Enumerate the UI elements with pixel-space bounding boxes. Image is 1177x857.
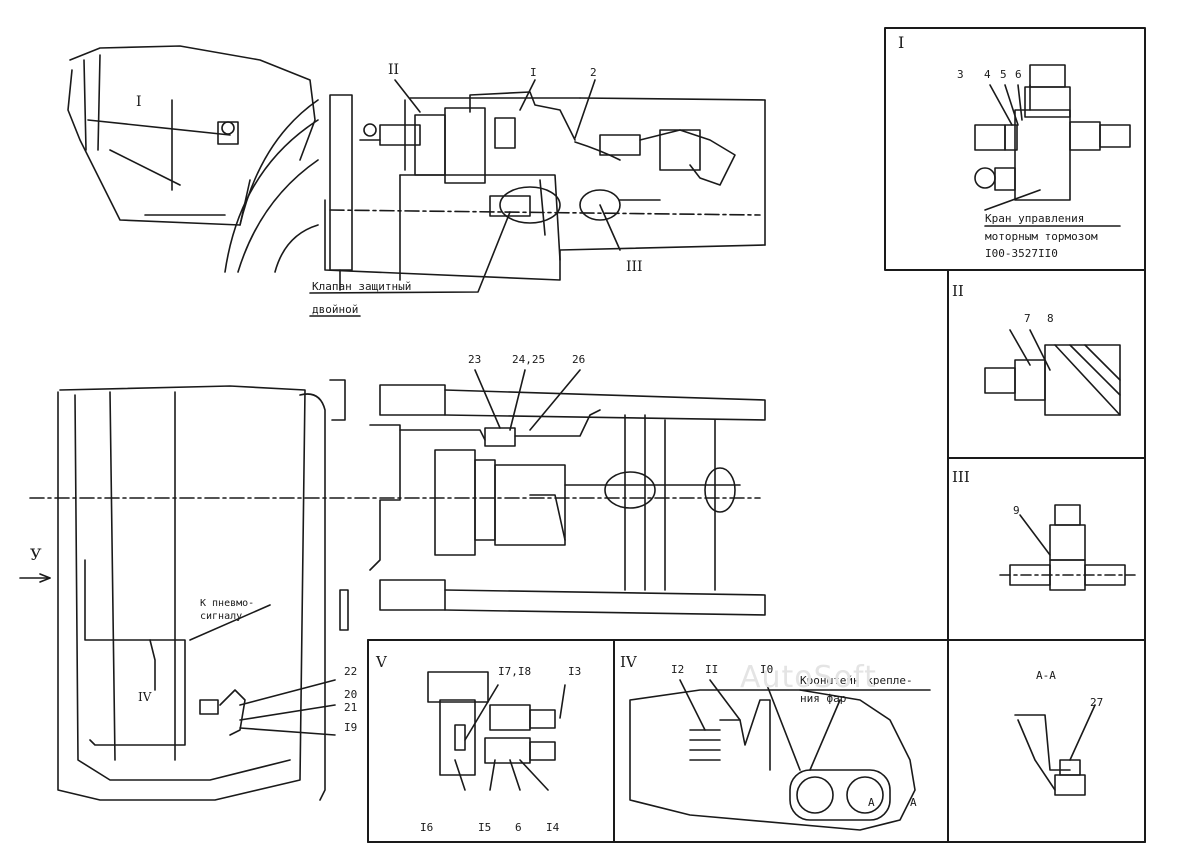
valve-caption-line2: двойной <box>312 303 359 316</box>
detail-iv-caption-line1: Кронштейн крепле- <box>800 674 913 687</box>
detail-ii-title: II <box>952 282 964 300</box>
section-aa-title: A-A <box>1036 669 1056 682</box>
detail-iv-section-mark-1: A <box>868 796 875 809</box>
signal-caption-line1: К пневмо- <box>200 598 255 609</box>
callout-21: 21 <box>344 701 358 714</box>
callout-26: 26 <box>572 353 586 366</box>
detail-iv-section-mark-2: A <box>910 796 917 809</box>
detail-v-callout-15: I5 <box>478 821 492 834</box>
detail-iii-drawing <box>999 504 1136 591</box>
top-roman-iii: III <box>626 259 643 275</box>
top-roman-i: I <box>136 94 142 110</box>
signal-caption-line2: сигналу <box>200 611 243 622</box>
detail-v-title: V <box>376 653 387 671</box>
detail-iv-title: IV <box>620 653 637 671</box>
top-side-view <box>67 45 766 317</box>
detail-i-callout-5: 5 <box>1000 68 1007 81</box>
detail-i-callout-3: 3 <box>957 68 964 81</box>
panel-borders <box>367 27 1146 843</box>
bottom-roman-iv: IV <box>138 690 152 704</box>
view-arrow-label: У <box>30 545 42 564</box>
valve-caption-line1: Клапан защитный <box>312 280 412 293</box>
detail-iii-callout-9: 9 <box>1013 504 1020 517</box>
detail-i-caption-line1: Кран управления <box>985 212 1085 225</box>
section-aa-drawing <box>1014 704 1096 796</box>
detail-iv-caption-line2: ния фар <box>800 692 847 705</box>
callout-24-25: 24,25 <box>512 353 546 366</box>
section-aa-callout-27: 27 <box>1090 696 1104 709</box>
callout-20: 20 <box>344 688 358 701</box>
top-callout-1: I <box>530 66 537 79</box>
detail-i-callout-6: 6 <box>1015 68 1022 81</box>
callout-23: 23 <box>468 353 482 366</box>
detail-v-callout-13: I3 <box>568 665 582 678</box>
detail-ii-drawing <box>984 329 1121 416</box>
top-roman-ii: II <box>388 62 400 78</box>
top-callout-2: 2 <box>590 66 597 79</box>
detail-i-title: I <box>898 33 905 52</box>
callout-19: I9 <box>344 721 358 734</box>
detail-i-caption-line3: I00-3527II0 <box>985 247 1058 260</box>
detail-iv-drawing <box>629 679 931 831</box>
detail-v-callout-16: I6 <box>420 821 434 834</box>
detail-i-caption-line2: моторным тормозом <box>985 230 1098 243</box>
detail-i-callout-4: 4 <box>984 68 991 81</box>
detail-v-callout-14: I4 <box>546 821 560 834</box>
detail-ii-callout-8: 8 <box>1047 312 1054 325</box>
detail-iv-callout-11: II <box>705 663 719 676</box>
detail-ii-callout-7: 7 <box>1024 312 1031 325</box>
detail-v-callout-6: 6 <box>515 821 522 834</box>
detail-v-callout-1718: I7,I8 <box>498 665 532 678</box>
bottom-plan-view <box>19 369 766 801</box>
detail-iv-callout-10: I0 <box>760 663 774 676</box>
detail-iii-title: III <box>952 468 970 486</box>
detail-v-drawing <box>427 671 566 791</box>
callout-22: 22 <box>344 665 358 678</box>
watermark: AutoSoft <box>740 660 877 695</box>
detail-iv-callout-12: I2 <box>671 663 685 676</box>
detail-i-drawing <box>974 64 1131 227</box>
